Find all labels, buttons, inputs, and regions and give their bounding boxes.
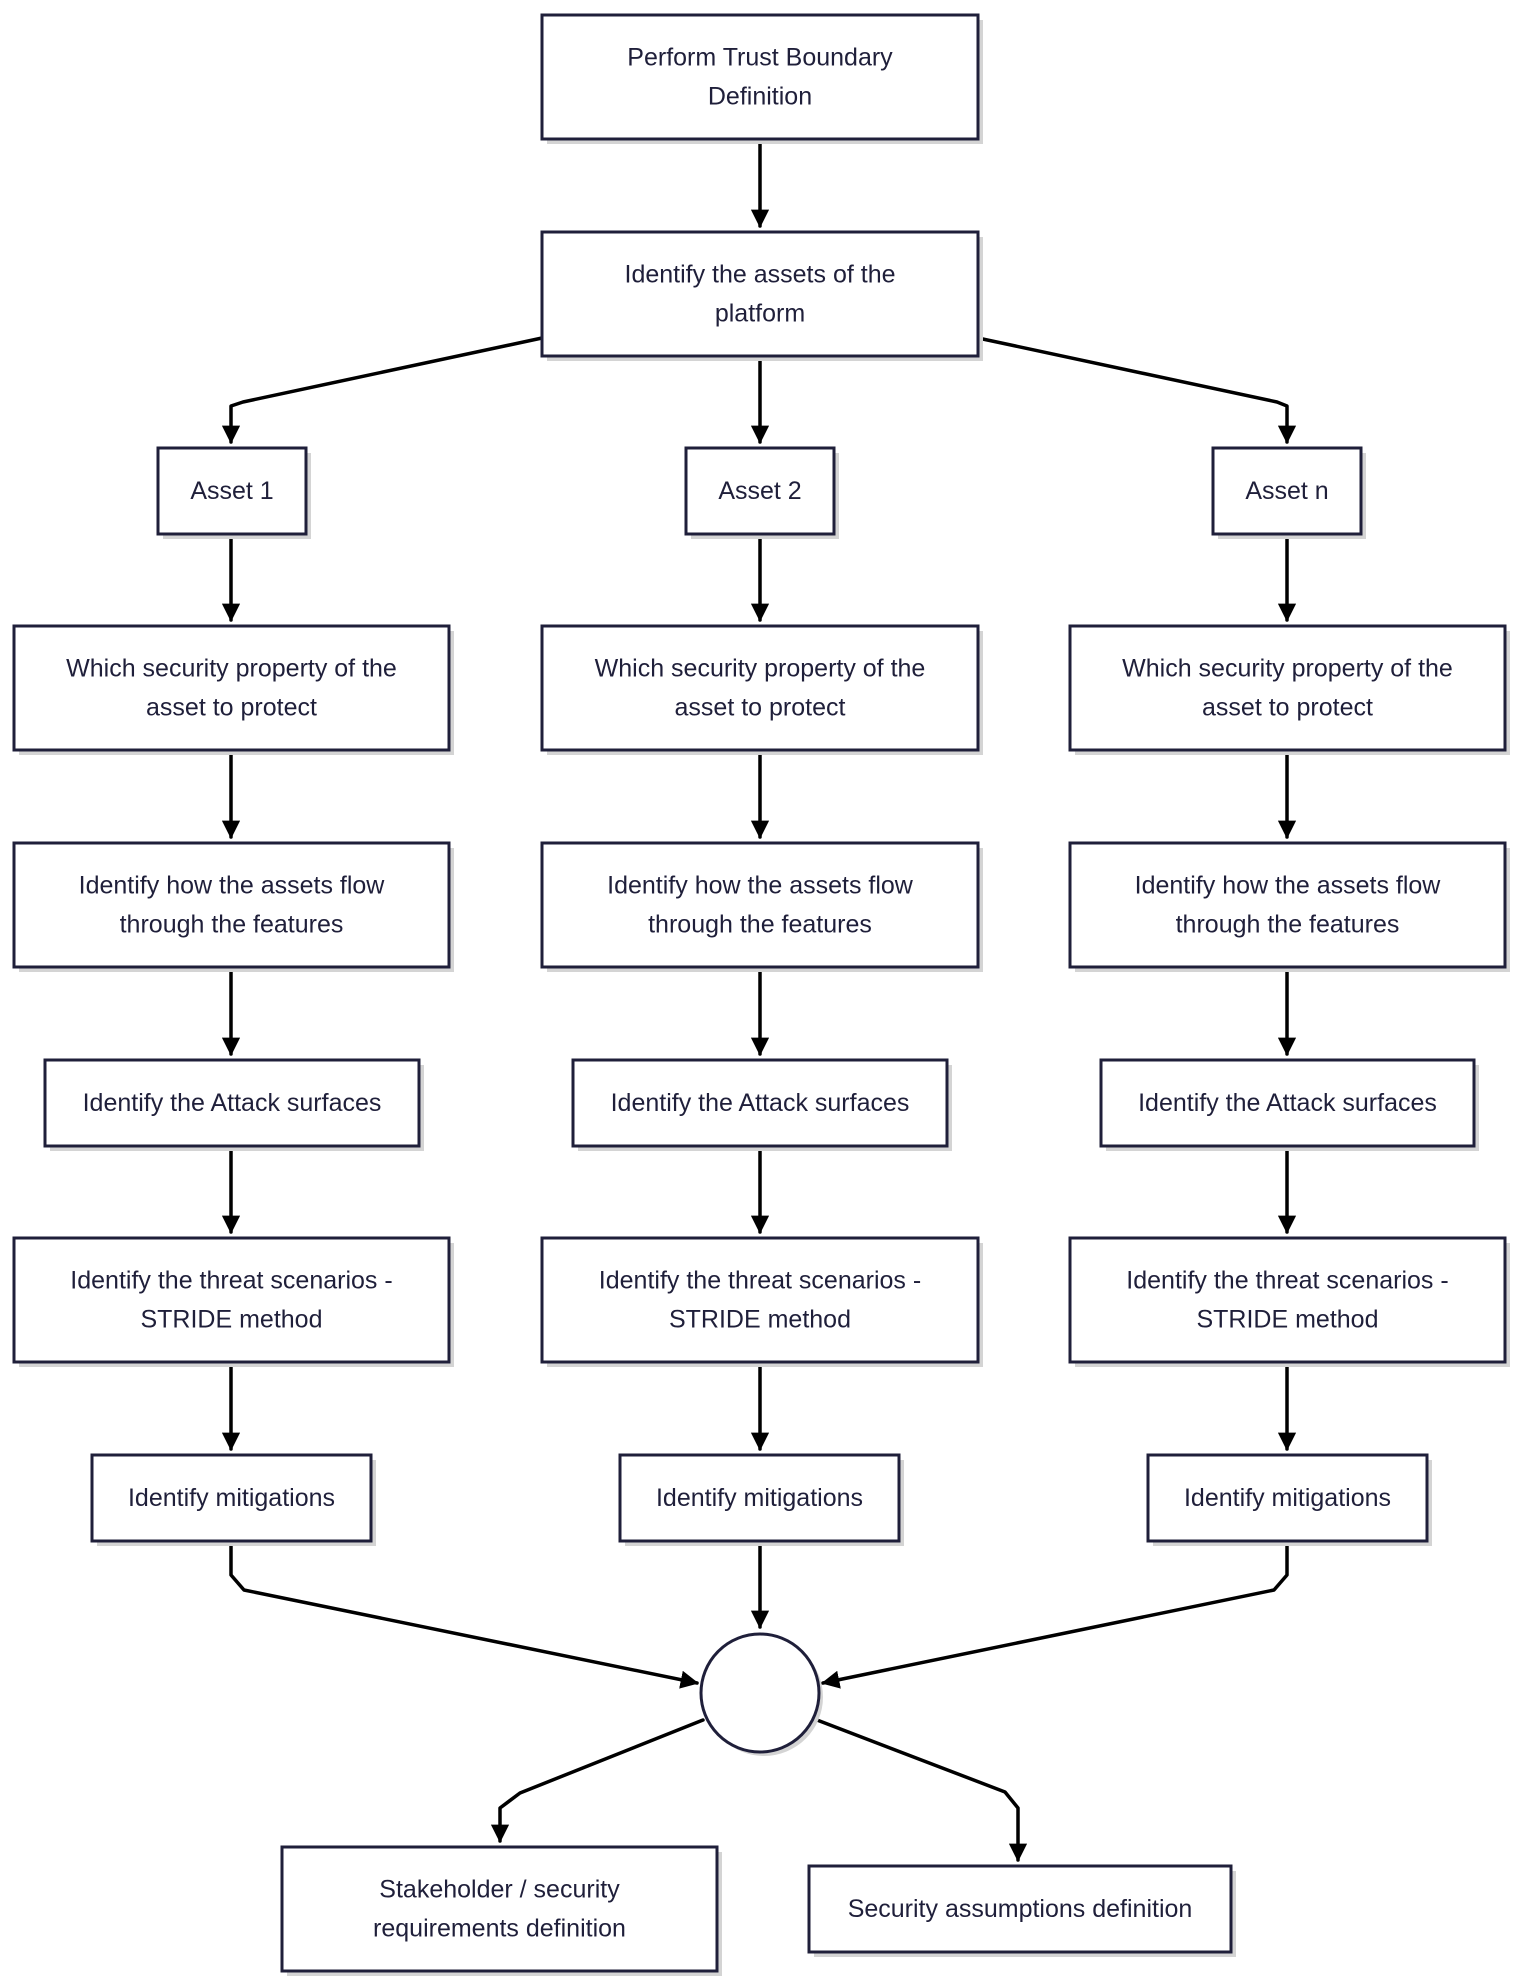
node-label-line: Identify the assets of the xyxy=(625,261,896,289)
node-t1: Identify the threat scenarios - STRIDE me… xyxy=(12,1236,454,1367)
edge-join-to-req xyxy=(490,1718,705,1843)
node-f1: Identify how the assets flow through the … xyxy=(12,841,454,972)
node-label-line: Which security property of the xyxy=(595,655,926,683)
node-label-line: asset to protect xyxy=(1202,694,1373,722)
node-label-line: Identify the threat scenarios - xyxy=(599,1267,921,1295)
node-label-line: Identify mitigations xyxy=(128,1484,335,1512)
node-box xyxy=(1068,624,1507,752)
edges xyxy=(221,137,1297,1862)
node-box xyxy=(280,1845,719,1973)
node-label-line: Identify how the assets flow xyxy=(1135,872,1442,900)
node-label-line: STRIDE method xyxy=(669,1306,851,1334)
node-box xyxy=(807,1864,1233,1954)
node-s1: Identify the Attack surfaces xyxy=(43,1058,424,1151)
node-label-line: asset to protect xyxy=(675,694,846,722)
node-box xyxy=(540,841,980,969)
node-label-line: Identify how the assets flow xyxy=(607,872,914,900)
node-label-line: STRIDE method xyxy=(140,1306,322,1334)
node-join xyxy=(699,1632,823,1756)
edge-assets-to-an xyxy=(976,336,1297,444)
node-label-line: requirements definition xyxy=(373,1915,626,1943)
node-box xyxy=(571,1058,949,1148)
node-label-line: Stakeholder / security xyxy=(379,1876,620,1904)
node-a2: Asset 2 xyxy=(684,446,839,539)
node-pn: Which security property of the asset to p… xyxy=(1068,624,1510,755)
node-an: Asset n xyxy=(1211,446,1366,539)
node-box xyxy=(540,13,980,141)
node-assume: Security assumptions definition xyxy=(807,1864,1236,1957)
node-label-line: Asset 1 xyxy=(190,477,273,505)
node-label-line: Identify mitigations xyxy=(1184,1484,1391,1512)
node-label-line: Identify mitigations xyxy=(656,1484,863,1512)
node-box xyxy=(12,624,451,752)
node-label-line: Which security property of the xyxy=(1122,655,1453,683)
node-box xyxy=(156,446,308,536)
node-m1: Identify mitigations xyxy=(90,1453,376,1546)
edge-assets-to-a1 xyxy=(221,336,544,444)
node-label-line: Which security property of the xyxy=(66,655,397,683)
node-box xyxy=(1211,446,1363,536)
join-circle xyxy=(699,1632,821,1754)
node-box xyxy=(12,841,451,969)
node-label-line: Security assumptions definition xyxy=(848,1895,1193,1923)
node-s2: Identify the Attack surfaces xyxy=(571,1058,952,1151)
node-label-line: Asset 2 xyxy=(718,477,801,505)
node-label-line: Identify the threat scenarios - xyxy=(70,1267,392,1295)
edge-m1-to-join xyxy=(229,1539,699,1689)
node-label-line: through the features xyxy=(120,911,344,939)
node-box xyxy=(12,1236,451,1364)
node-assets: Identify the assets of the platform xyxy=(540,230,983,361)
node-req: Stakeholder / security requirements defin… xyxy=(280,1845,722,1976)
node-label-line: through the features xyxy=(648,911,872,939)
node-p1: Which security property of the asset to p… xyxy=(12,624,454,755)
node-label-line: asset to protect xyxy=(146,694,317,722)
node-sn: Identify the Attack surfaces xyxy=(1099,1058,1479,1151)
node-box xyxy=(618,1453,901,1543)
node-label-line: Identify the Attack surfaces xyxy=(83,1089,382,1117)
node-label-line: through the features xyxy=(1176,911,1400,939)
node-box xyxy=(540,1236,980,1364)
node-box xyxy=(1146,1453,1429,1543)
edge-mn-to-join xyxy=(821,1539,1289,1689)
node-m2: Identify mitigations xyxy=(618,1453,904,1546)
node-label-line: STRIDE method xyxy=(1196,1306,1378,1334)
node-label-line: Asset n xyxy=(1245,477,1328,505)
node-label-line: platform xyxy=(715,300,805,328)
node-box xyxy=(1068,841,1507,969)
edge-join-to-assume xyxy=(815,1718,1028,1862)
node-box xyxy=(1068,1236,1507,1364)
node-fn: Identify how the assets flow through the … xyxy=(1068,841,1510,972)
node-t2: Identify the threat scenarios - STRIDE me… xyxy=(540,1236,983,1367)
node-mn: Identify mitigations xyxy=(1146,1453,1432,1546)
node-label-line: Identify the threat scenarios - xyxy=(1126,1267,1448,1295)
nodes: Perform Trust BoundaryDefinitionIdentify… xyxy=(12,13,1510,1976)
node-p2: Which security property of the asset to p… xyxy=(540,624,983,755)
node-label-line: Perform Trust Boundary xyxy=(627,44,893,72)
node-a1: Asset 1 xyxy=(156,446,311,539)
node-label-line: Identify the Attack surfaces xyxy=(611,1089,910,1117)
node-tn: Identify the threat scenarios - STRIDE me… xyxy=(1068,1236,1510,1367)
node-box xyxy=(1099,1058,1476,1148)
node-box xyxy=(540,624,980,752)
node-box xyxy=(540,230,980,358)
node-label-line: Identify how the assets flow xyxy=(79,872,386,900)
node-label-line: Identify the Attack surfaces xyxy=(1138,1089,1437,1117)
node-box xyxy=(90,1453,373,1543)
node-f2: Identify how the assets flow through the … xyxy=(540,841,983,972)
node-label-line: Definition xyxy=(708,83,812,111)
node-box xyxy=(43,1058,421,1148)
node-box xyxy=(684,446,836,536)
